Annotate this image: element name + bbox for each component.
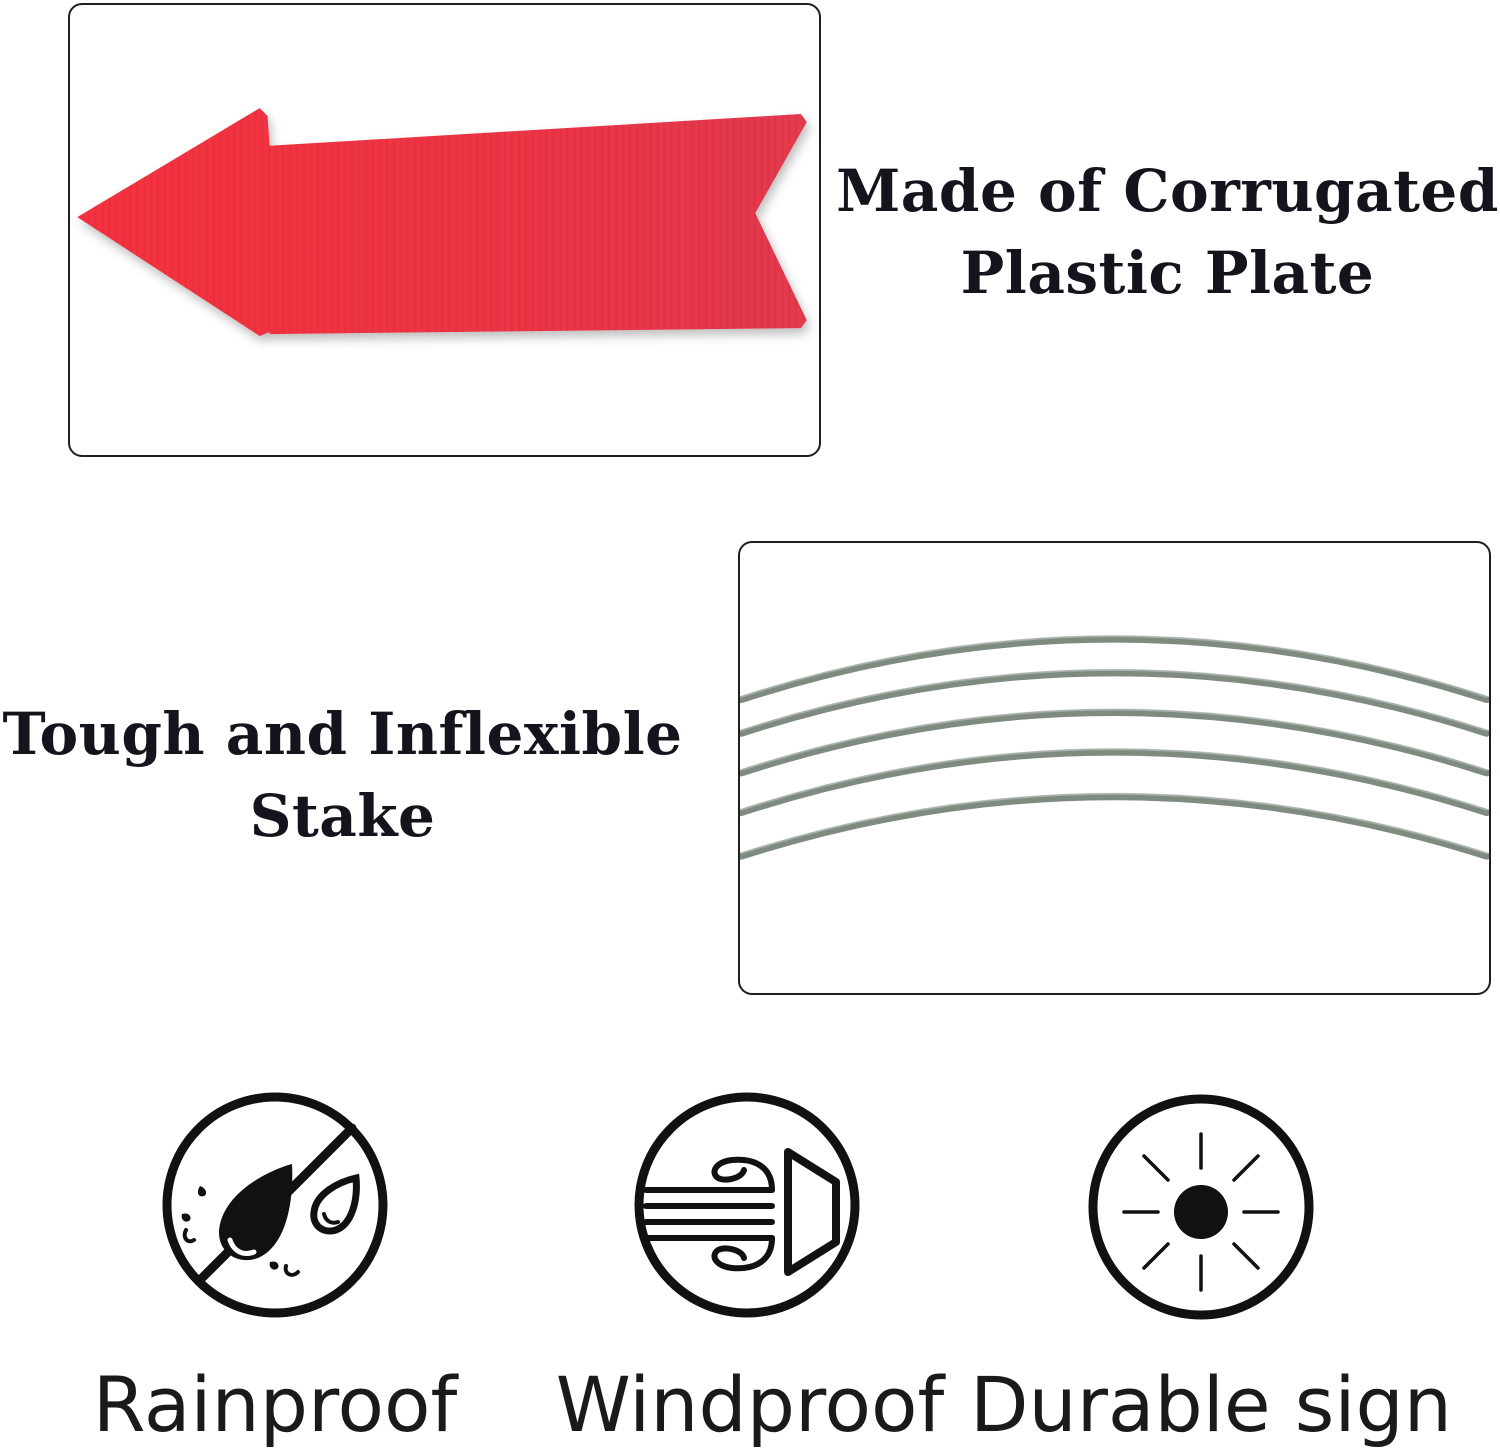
wire-stake <box>740 793 1489 860</box>
arrow-sign-panel <box>68 3 821 457</box>
wire-stake <box>740 748 1489 817</box>
red-arrow-shape <box>77 108 807 337</box>
plate-material-title: Made of Corrugated Plastic Plate <box>836 157 1499 307</box>
wire-stake <box>740 669 1489 737</box>
wire-stake <box>740 635 1489 704</box>
stake-strength-title: Tough and Inflexible Stake <box>2 700 683 850</box>
durable-sign-label: Durable sign <box>970 1360 1452 1449</box>
wire-stake-panel <box>738 541 1491 995</box>
rainproof-label: Rainproof <box>92 1360 458 1449</box>
red-arrow-image <box>77 108 807 337</box>
windproof-label: Windproof <box>555 1360 945 1449</box>
wire-stake <box>740 709 1489 777</box>
windproof-icon <box>632 1090 862 1320</box>
sun-icon <box>1086 1092 1316 1322</box>
wire-stakes-image <box>740 635 1489 860</box>
rainproof-icon <box>160 1090 390 1320</box>
wire-stake-lines <box>740 635 1489 860</box>
